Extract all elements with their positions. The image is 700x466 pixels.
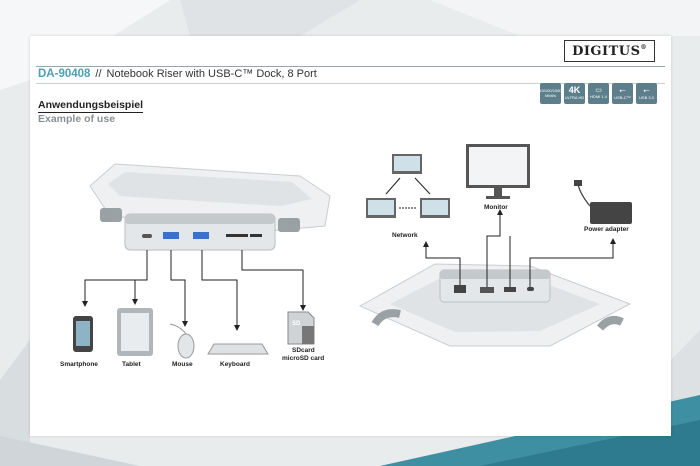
hdmi-icon: ▭: [595, 87, 602, 95]
network-diagram-icon: [366, 154, 450, 218]
label-tablet: Tablet: [122, 361, 141, 368]
product-name: Notebook Riser with USB-C™ Dock, 8 Port: [106, 68, 317, 80]
right-riser-illustration: [358, 263, 632, 347]
label-sdcard: SDcard: [292, 347, 315, 354]
label-smartphone: Smartphone: [60, 361, 98, 368]
tablet-icon: [117, 308, 153, 356]
label-mouse: Mouse: [172, 361, 193, 368]
product-title: DA-90408 // Notebook Riser with USB-C™ Doc…: [38, 68, 317, 80]
usb3-badge: ⭠USB 3.0: [636, 83, 657, 104]
usage-diagram: [73, 144, 632, 359]
heading-english: Example of use: [38, 113, 116, 125]
title-separator: //: [95, 68, 102, 80]
sd-icon-text: SD: [292, 321, 301, 327]
power-adapter-icon: [574, 180, 632, 224]
title-divider: [36, 83, 665, 84]
right-connection-lines: [423, 209, 616, 287]
product-sheet: DIGITUS® DA-90408 // Notebook Riser with U…: [30, 36, 671, 436]
digitus-logo: DIGITUS®: [564, 40, 655, 62]
label-keyboard: Keyboard: [220, 361, 250, 368]
left-connection-lines: [82, 250, 306, 331]
monitor-icon: [466, 144, 530, 199]
top-divider: [36, 66, 665, 67]
usb-icon: ⭠: [619, 85, 626, 95]
smartphone-icon: [73, 316, 93, 352]
mouse-icon: [169, 323, 195, 359]
label-monitor: Monitor: [484, 204, 508, 211]
usb-icon: ⭠: [643, 85, 650, 95]
usb-c-badge: ⭠USB-C™: [612, 83, 633, 104]
label-network: Network: [392, 232, 418, 239]
label-microsd: microSD card: [282, 355, 325, 362]
sdcard-icon: [287, 311, 315, 345]
left-riser-illustration: [89, 163, 331, 251]
keyboard-icon: [207, 343, 269, 355]
heading-german: Anwendungsbeispiel: [38, 99, 144, 113]
product-code: DA-90408: [38, 68, 91, 80]
hdmi-badge: ▭HDMI 1.4: [588, 83, 609, 104]
label-power-adapter: Power adapter: [584, 226, 629, 233]
